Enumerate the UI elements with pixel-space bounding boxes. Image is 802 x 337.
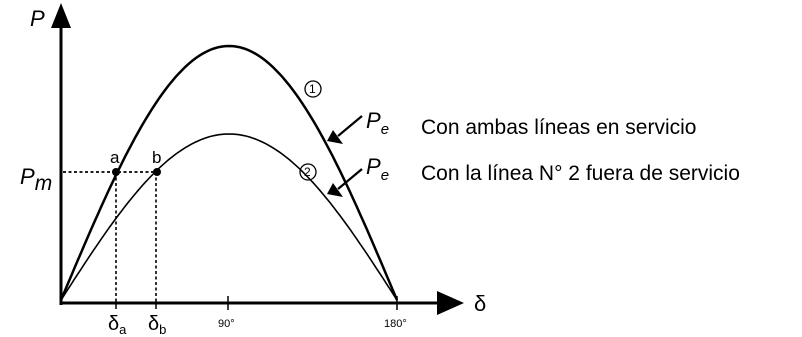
curve-2-number: 2 xyxy=(304,165,311,179)
pe-2-arrowhead xyxy=(327,183,343,197)
pm-label: Pm xyxy=(20,164,52,195)
y-axis-label: P xyxy=(30,6,45,31)
legend-curve-1: Con ambas líneas en servicio xyxy=(421,116,696,139)
pe-1-pointer-line xyxy=(337,115,363,137)
point-a-label: a xyxy=(110,148,120,167)
legend-curve-2: Con la línea N° 2 fuera de servicio xyxy=(421,162,740,185)
pe-1-label: Pe xyxy=(366,108,389,138)
y-axis-arrowhead xyxy=(51,3,71,28)
curve-2-number-circle xyxy=(299,163,317,181)
x-axis-label: δ xyxy=(474,291,486,316)
point-b-marker xyxy=(153,168,161,176)
pe-2-label: Pe xyxy=(366,154,389,184)
pe-2-pointer-line xyxy=(337,168,363,190)
delta-a-label: δa xyxy=(108,313,127,337)
pe-1-arrowhead xyxy=(327,130,343,144)
point-b-label: b xyxy=(152,148,161,167)
x-axis-arrowhead xyxy=(437,291,464,315)
curve-1 xyxy=(59,44,399,301)
curve-1-number: 1 xyxy=(309,82,316,96)
point-a-marker xyxy=(112,168,120,176)
curve-1-number-circle xyxy=(304,80,322,98)
tick-90-label: 90° xyxy=(218,318,235,330)
delta-b-label: δb xyxy=(148,313,166,337)
curve-2 xyxy=(60,133,398,301)
tick-180-label: 180° xyxy=(384,318,407,330)
